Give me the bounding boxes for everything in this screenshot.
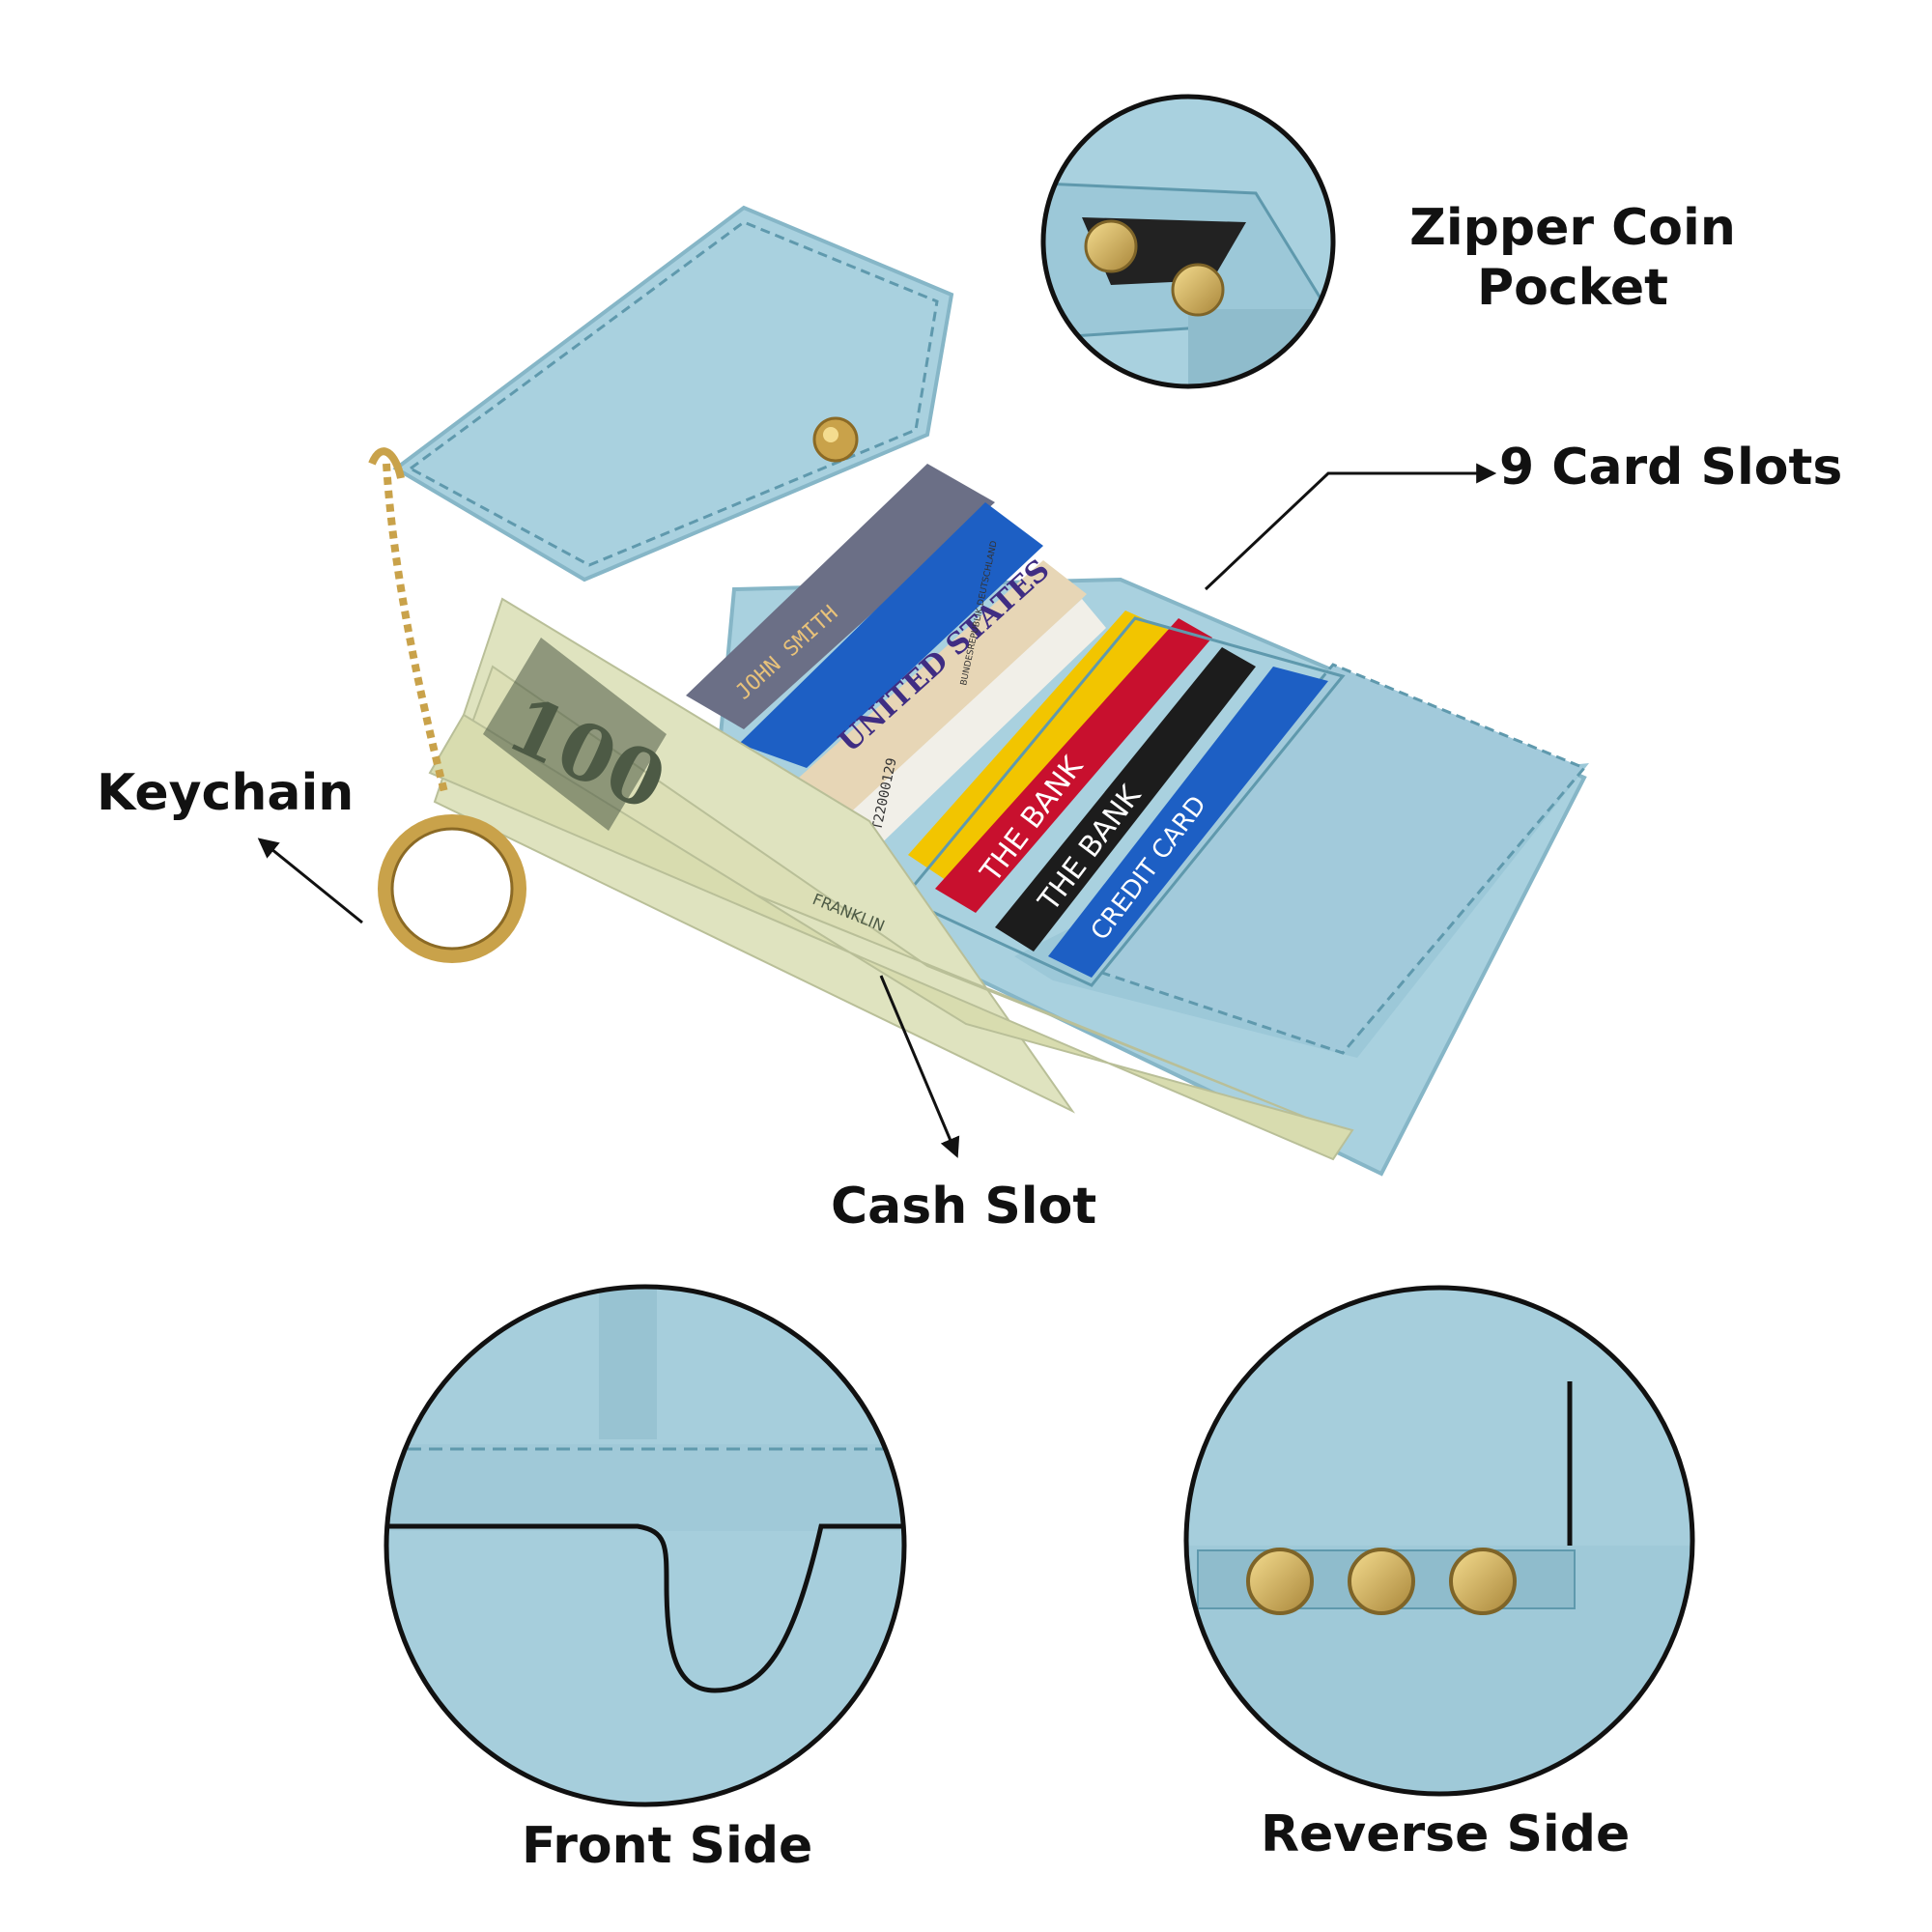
coin-icon [1084,219,1138,273]
front-side-label: Front Side [522,1817,813,1875]
coin-icon [1449,1548,1517,1615]
key-ring-icon [378,814,526,963]
arrow-icon [879,975,960,1158]
front-side-detail [384,1284,907,1807]
reverse-side-detail [1183,1285,1695,1797]
card-passport [739,502,1043,768]
card-slots-label: 9 Card Slots [1499,439,1843,497]
cash-slot-label: Cash Slot [831,1178,1097,1236]
zipper-coin-pocket-label: Zipper Coin Pocket [1409,199,1736,318]
keychain-label: Keychain [97,764,355,822]
chain [383,463,448,793]
card-id [831,599,1106,855]
keychain [368,447,526,963]
zipper-pocket-detail [1040,94,1336,389]
wallet-id-window [1079,663,1587,1055]
open-wallet: THE BANK THE BANK CREDIT CARD JOHN SMITH… [368,205,1589,1177]
card-blue [1048,667,1328,978]
card-slot-pockets-right [900,616,1346,987]
banknotes: 100 FRANKLIN [428,597,1354,1161]
coin-icon [1171,263,1225,317]
coin-icon [1348,1548,1415,1615]
reverse-side-label: Reverse Side [1261,1805,1631,1863]
wallet-flap [392,205,954,582]
arrow-icon [1204,463,1497,591]
coin-icon [1246,1548,1314,1615]
card-license [782,560,1087,821]
banknote-ink [483,638,667,831]
wallet-flap-stitch [408,220,939,567]
arrow-icon [257,838,363,924]
callout-arrows [257,463,1497,1158]
card-red [935,618,1212,913]
card-black [995,647,1256,952]
card-grey [686,464,995,729]
